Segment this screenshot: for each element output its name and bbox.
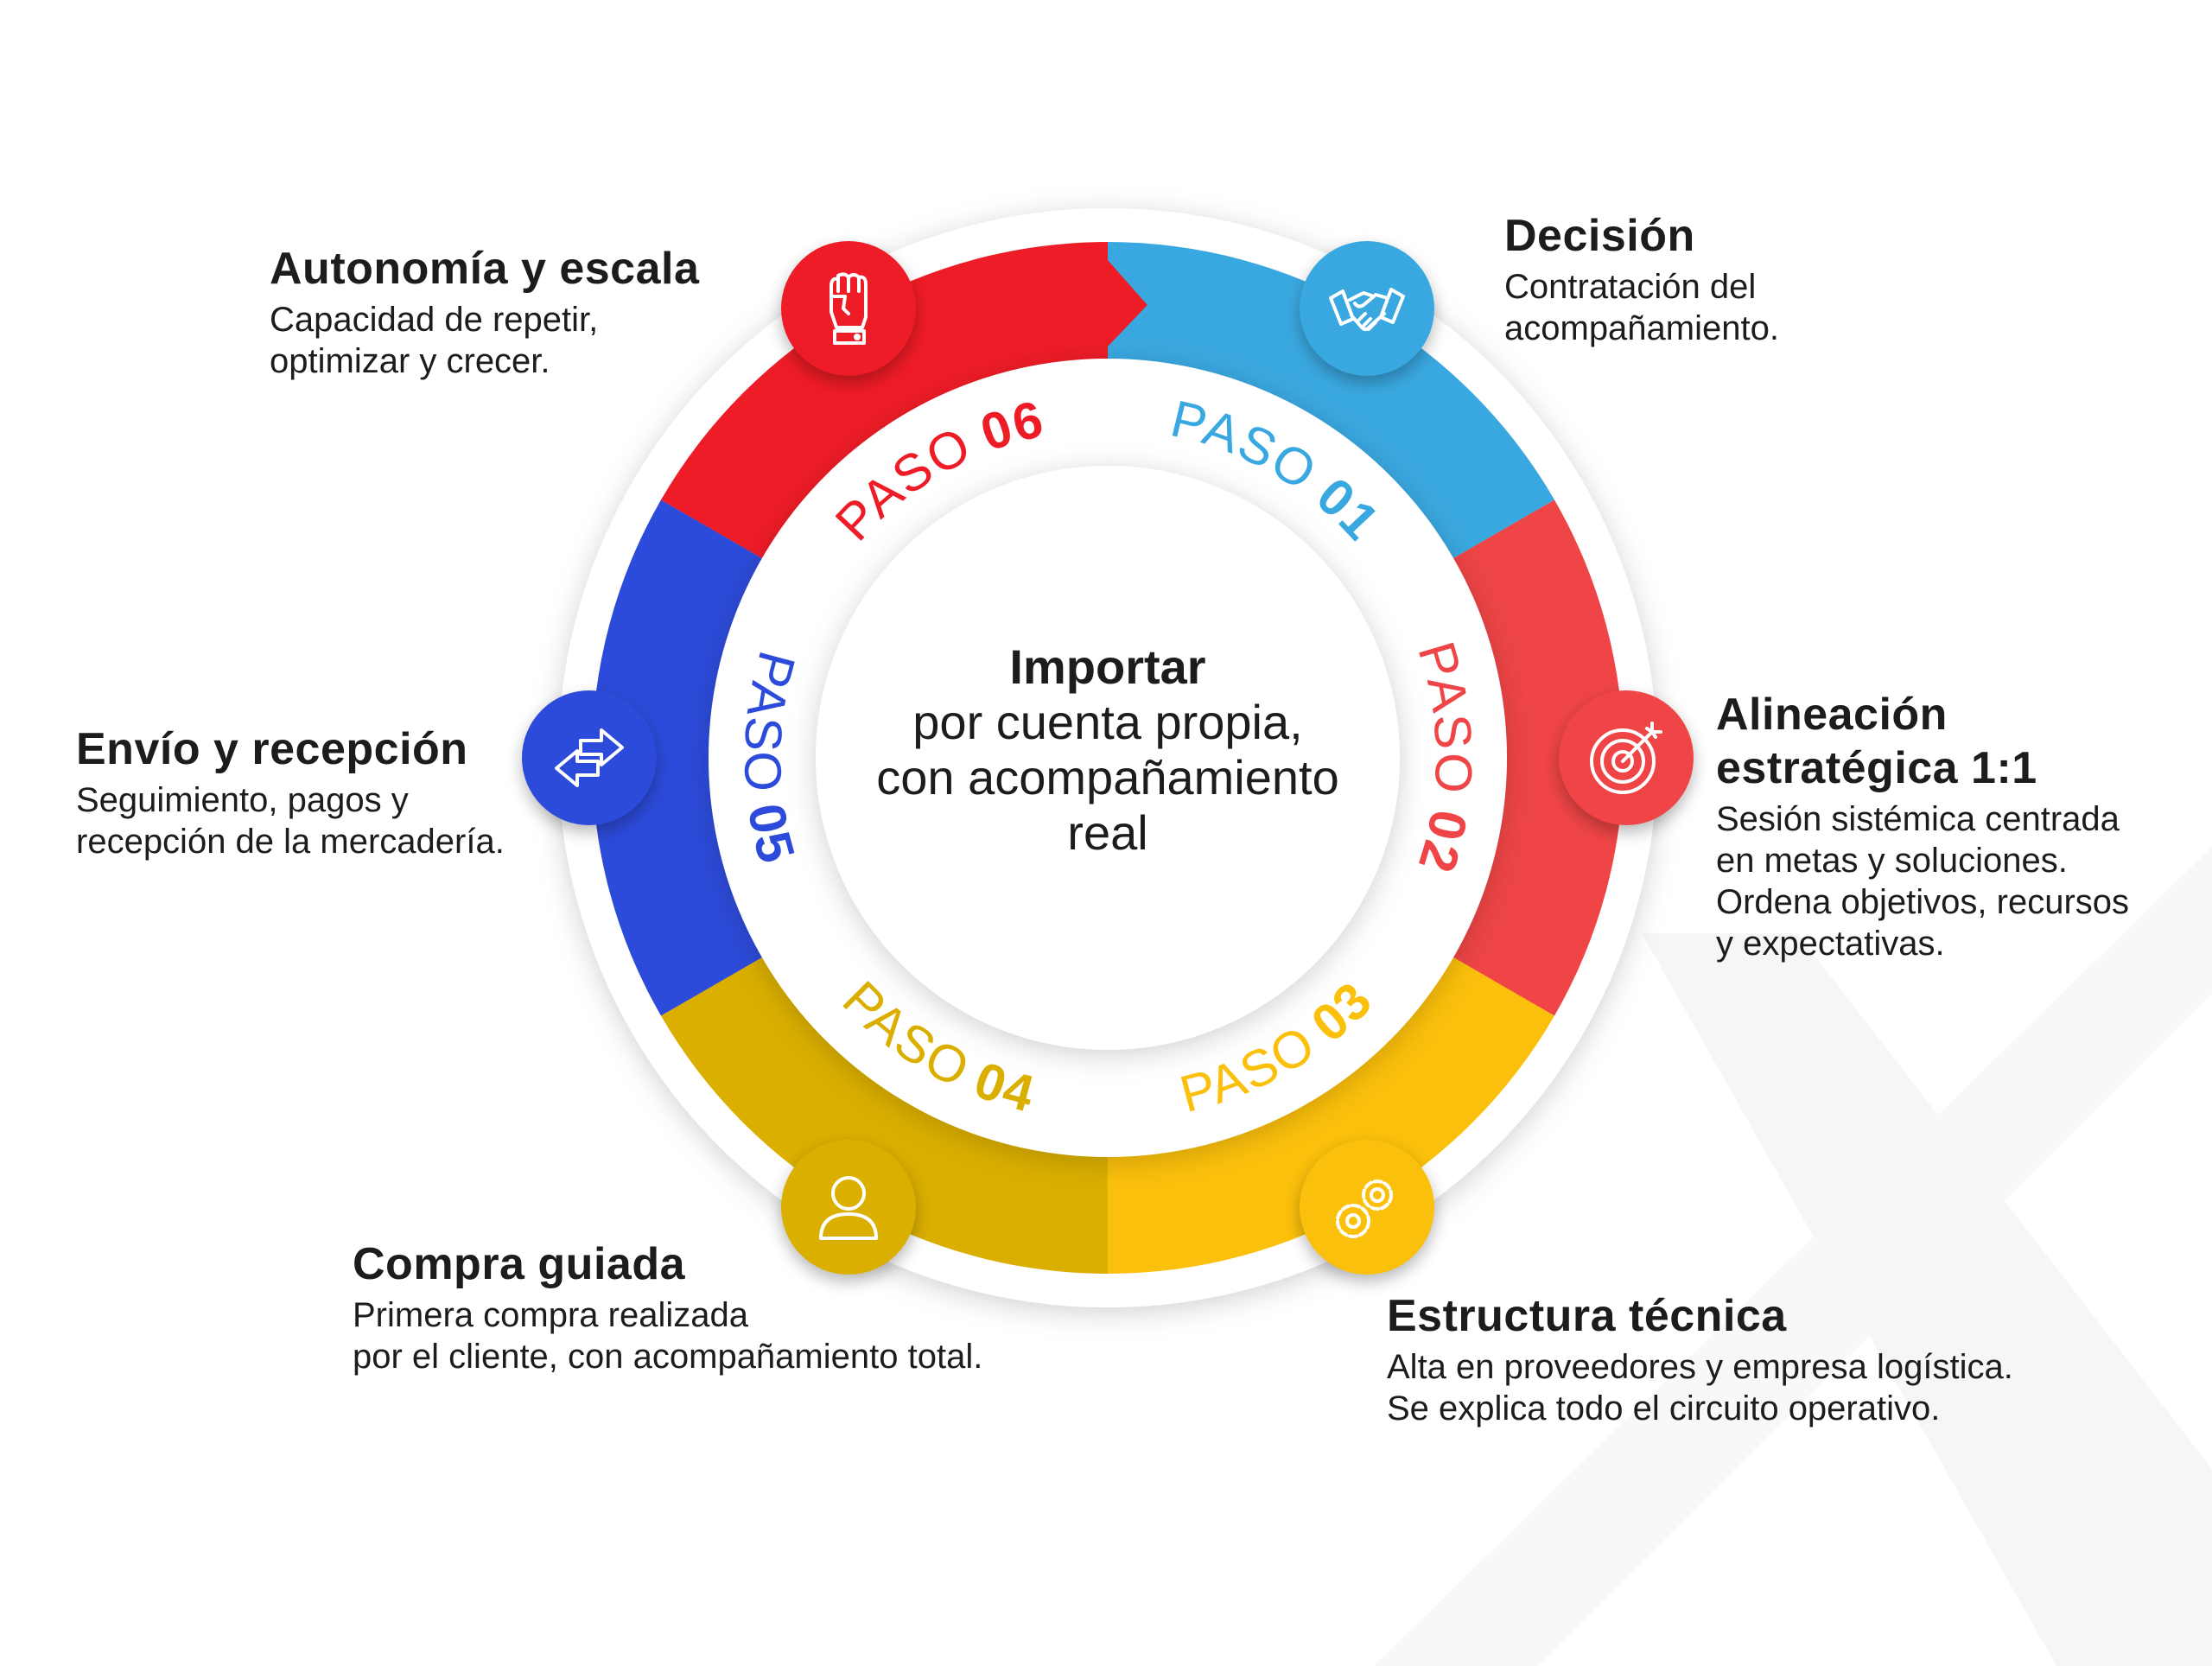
ring-segment-03 xyxy=(1108,954,1555,1274)
step-06-title: Autonomía y escala xyxy=(270,244,700,294)
ring-segment-01 xyxy=(1108,242,1555,562)
step-04-icon-badge xyxy=(781,1140,916,1275)
center-line-1: por cuenta propia, xyxy=(912,695,1303,749)
center-line-3: real xyxy=(1067,805,1148,860)
step-03-title: Estructura técnica xyxy=(1387,1291,1787,1341)
fist-icon xyxy=(830,272,868,345)
step-05-title: Envío y recepción xyxy=(76,724,468,774)
step-03-icon-badge xyxy=(1300,1140,1434,1275)
ring-segment-04 xyxy=(660,954,1108,1274)
center-text: Importar por cuenta propia, con acompaña… xyxy=(816,639,1400,861)
step-06-icon-badge xyxy=(781,241,916,376)
step-02-icon-badge xyxy=(1559,690,1694,825)
gears-icon xyxy=(1336,1180,1393,1238)
exchange-arrows-icon xyxy=(555,728,624,787)
step-03-desc: Alta en proveedores y empresa logística.… xyxy=(1387,1348,2013,1428)
ring-segment-06 xyxy=(660,242,1108,562)
user-icon xyxy=(819,1176,878,1240)
ring-segment-02 xyxy=(1448,499,1624,1016)
step-06-desc: Capacidad de repetir,optimizar y crecer. xyxy=(270,301,599,380)
center-title: Importar xyxy=(1009,639,1206,694)
step-01-icon-badge xyxy=(1300,241,1434,376)
center-line-2: con acompañamiento xyxy=(876,750,1339,804)
ring-notch-06 xyxy=(1108,260,1147,347)
step-05-icon-badge xyxy=(522,690,657,825)
step-01-title: Decisión xyxy=(1504,211,1695,261)
step-06-block: Autonomía y escala Capacidad de repetir,… xyxy=(270,242,699,382)
target-icon xyxy=(1590,722,1662,794)
step-04-title: Compra guiada xyxy=(353,1239,685,1289)
handshake-icon xyxy=(1329,288,1405,331)
step-03-block: Estructura técnica Alta en proveedores y… xyxy=(1387,1289,2013,1429)
center-disc xyxy=(816,466,1400,1050)
ring-segment-05 xyxy=(592,499,767,1016)
